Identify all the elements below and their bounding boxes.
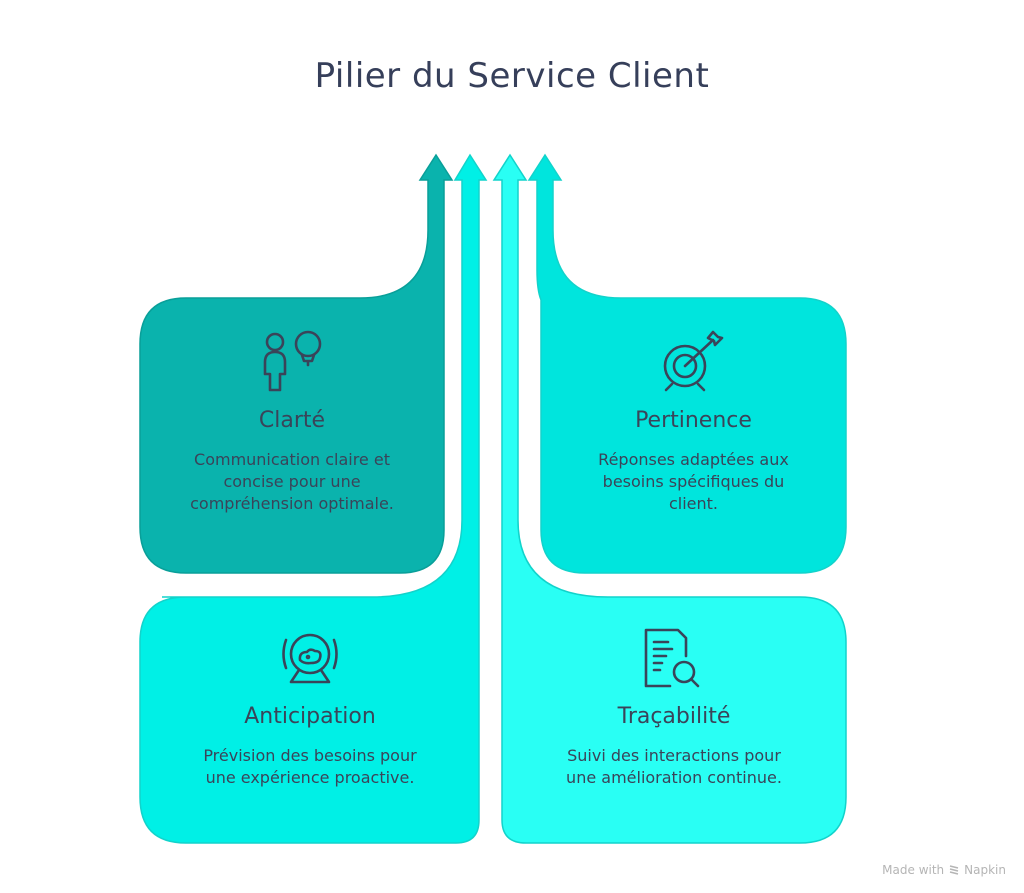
crystal-ball-icon xyxy=(282,633,338,684)
diagram-title: Pilier du Service Client xyxy=(314,56,710,96)
pillar-description-clarte: Communication claire et concise pour une… xyxy=(190,450,394,513)
footer-credit: Made with Napkin xyxy=(882,863,1006,877)
pillar-title-pertinence: Pertinence xyxy=(635,408,752,433)
person-idea-icon xyxy=(263,330,322,392)
document-search-icon xyxy=(644,628,700,688)
pillar-description-pertinence: Réponses adaptées aux besoins spécifique… xyxy=(598,450,789,513)
pillar-shape-anticipation xyxy=(139,153,488,844)
target-arrow-icon xyxy=(663,330,724,392)
pillar-shape-clarte xyxy=(139,153,454,574)
footer-brand: Napkin xyxy=(964,863,1006,877)
pillar-title-tracabilite: Traçabilité xyxy=(617,704,731,729)
napkin-logo-icon xyxy=(949,865,959,875)
footer-prefix: Made with xyxy=(882,863,945,877)
pillar-description-anticipation: Prévision des besoins pour une expérienc… xyxy=(203,746,417,787)
pillar-title-anticipation: Anticipation xyxy=(244,704,376,729)
pillar-shape-tracabilite xyxy=(492,153,847,844)
pillar-description-tracabilite: Suivi des interactions pour une améliora… xyxy=(566,746,782,787)
pillar-title-clarte: Clarté xyxy=(258,408,326,433)
